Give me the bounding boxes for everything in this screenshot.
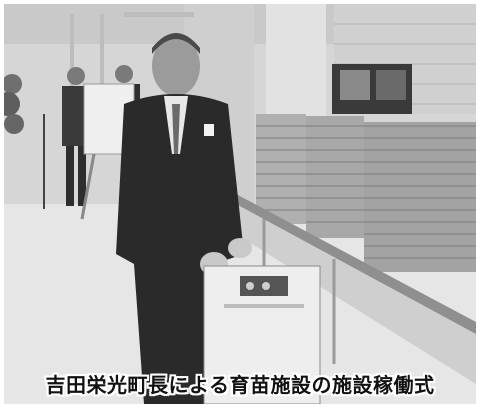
- photo-caption: 吉田栄光町長による育苗施設の施設稼働式: [45, 373, 435, 397]
- ceremony-photo: 吉田栄光町長による育苗施設の施設稼働式: [4, 4, 476, 404]
- forklift: [332, 64, 412, 114]
- seedling-trays: [256, 114, 476, 272]
- potted-plant: [4, 74, 24, 134]
- photo-scene: [4, 4, 476, 404]
- control-machine: [203, 265, 321, 404]
- mayor-figure: [116, 33, 252, 404]
